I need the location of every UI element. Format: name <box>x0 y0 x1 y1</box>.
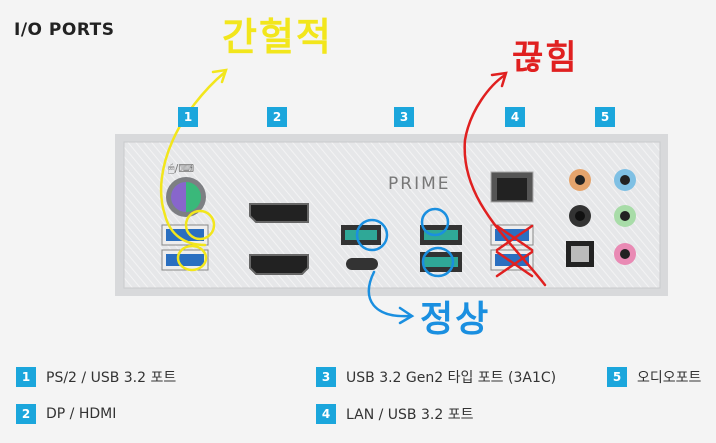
legend-item: 3 USB 3.2 Gen2 타입 포트 (3A1C) <box>316 367 556 387</box>
port-badge-1: 1 <box>178 107 198 127</box>
port-badge-3: 3 <box>394 107 414 127</box>
port-badge-2: 2 <box>267 107 287 127</box>
legend-item: 4 LAN / USB 3.2 포트 <box>316 404 473 424</box>
legend-item: 2 DP / HDMI <box>16 404 116 424</box>
port-badge-4: 4 <box>505 107 525 127</box>
legend-badge: 3 <box>316 367 336 387</box>
annotation-intermittent: 간헐적 <box>222 15 333 59</box>
lan-port <box>490 171 534 203</box>
handwritten-marks <box>159 68 547 325</box>
annotation-disconnected: 끊힘 <box>512 38 579 78</box>
legend-label: 오디오포트 <box>637 370 702 386</box>
legend-badge: 4 <box>316 404 336 424</box>
legend-label: USB 3.2 Gen2 타입 포트 (3A1C) <box>346 370 557 386</box>
ps2-port <box>166 177 206 217</box>
legend-item: 1 PS/2 / USB 3.2 포트 <box>16 367 176 387</box>
brand-logo: PRIME <box>388 174 451 194</box>
legend-badge: 2 <box>16 404 36 424</box>
legend-badge: 1 <box>16 367 36 387</box>
legend-label: PS/2 / USB 3.2 포트 <box>46 370 177 386</box>
audio-jacks <box>566 169 636 267</box>
port-badge-5: 5 <box>595 107 615 127</box>
legend-label: LAN / USB 3.2 포트 <box>346 407 474 423</box>
hdmi-port <box>249 254 309 275</box>
legend-item: 5 오디오포트 <box>607 367 701 387</box>
legend-badge: 5 <box>607 367 627 387</box>
legend-label: DP / HDMI <box>46 406 117 422</box>
mouse-keyboard-icon: 🖱/⌨ <box>168 162 194 175</box>
page-title: I/O PORTS <box>14 20 115 40</box>
displayport <box>249 203 309 223</box>
annotation-normal: 정상 <box>420 299 491 340</box>
